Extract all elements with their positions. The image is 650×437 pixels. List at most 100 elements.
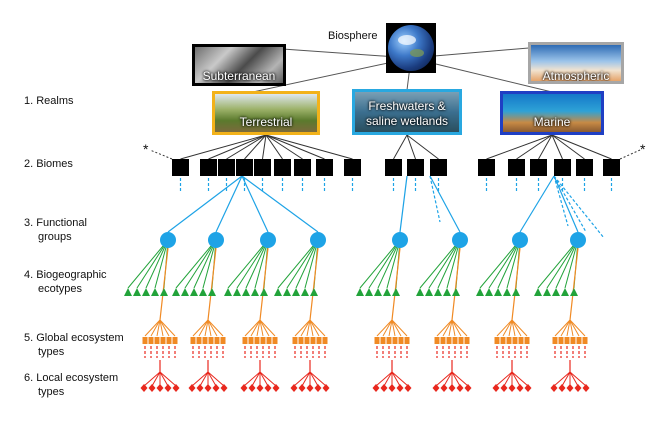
global-type-box (524, 337, 530, 344)
level-label-biomes: 2. Biomes (24, 158, 73, 170)
ecotype-triangle (534, 288, 542, 296)
global-type-connector (511, 319, 522, 337)
global-type-connector (294, 319, 311, 337)
global-type-connector (554, 319, 571, 337)
ecotype-triangle (512, 288, 520, 296)
ecotype-connector (193, 239, 217, 289)
local-type-connector (451, 371, 461, 387)
local-type-diamond (272, 384, 280, 392)
biome-connector-line (265, 134, 283, 160)
local-type-connector (243, 371, 261, 387)
functional-group-circle (160, 232, 176, 248)
local-type-connector (159, 371, 177, 387)
local-type-connector (561, 371, 571, 387)
local-type-diamond (256, 384, 264, 392)
biome-box (430, 159, 447, 176)
ecotype-triangle (208, 288, 216, 296)
ecotype-connector (277, 239, 319, 289)
ecotype-triangle (142, 288, 150, 296)
ecotype-triangle (485, 288, 493, 296)
functional-group-circle (260, 232, 276, 248)
realm-atmospheric: Atmospheric (528, 42, 624, 84)
ecotype-connector (245, 239, 269, 289)
global-type-connector (244, 319, 261, 337)
local-type-connector (293, 371, 311, 387)
global-type-connector (150, 319, 161, 337)
ecotype-triangle (283, 288, 291, 296)
global-type-connector (391, 319, 396, 337)
biome-box (172, 159, 189, 176)
functional-group-dashed-line (553, 175, 569, 227)
local-type-connector (199, 371, 209, 387)
global-type-box (322, 337, 328, 344)
ecotype-triangle (151, 288, 159, 296)
ecotype-triangle (570, 288, 578, 296)
ecotype-triangle (251, 288, 259, 296)
biome-box (554, 159, 571, 176)
ecotype-triangle (476, 288, 484, 296)
ecotype-connector (154, 239, 169, 289)
global-type-box (148, 337, 154, 344)
local-type-diamond (148, 384, 156, 392)
global-type-box (292, 337, 298, 344)
global-type-box (386, 337, 392, 344)
functional-group-connector (241, 175, 319, 233)
local-type-connector (301, 371, 311, 387)
ecotype-triangle (552, 288, 560, 296)
ecotype-connector (359, 239, 401, 289)
global-type-box (576, 337, 582, 344)
ecotype-triangle (124, 288, 132, 296)
global-type-box (260, 337, 266, 344)
local-type-diamond (464, 384, 472, 392)
global-type-box (310, 337, 316, 344)
local-type-diamond (264, 384, 272, 392)
global-type-box (220, 337, 226, 344)
local-type-connector (259, 371, 277, 387)
ecotype-connector (488, 239, 521, 289)
biome-box (407, 159, 424, 176)
local-type-diamond (156, 384, 164, 392)
functional-group-circle (512, 232, 528, 248)
ecotype-connector (184, 239, 217, 289)
ecotype-connector (479, 239, 521, 289)
biome-connector-line (551, 134, 563, 160)
global-type-connector (502, 319, 513, 337)
local-type-diamond (140, 384, 148, 392)
global-type-box (452, 337, 458, 344)
global-type-box (202, 337, 208, 344)
global-type-connector (436, 319, 453, 337)
functional-group-circle (208, 232, 224, 248)
realm-subterranean-label: Subterranean (202, 69, 276, 83)
global-type-box (512, 337, 518, 344)
local-type-diamond (524, 384, 532, 392)
biome-connector-line (551, 134, 585, 160)
local-type-connector (503, 371, 513, 387)
global-type-connector (300, 319, 311, 337)
local-type-connector (451, 371, 469, 387)
local-type-connector (191, 371, 209, 387)
realm-freshwaters: Freshwaters &saline wetlands (352, 89, 462, 135)
local-type-diamond (196, 384, 204, 392)
global-type-box (316, 337, 322, 344)
local-type-connector (553, 371, 571, 387)
global-type-connector (569, 247, 579, 321)
local-type-diamond (240, 384, 248, 392)
ecotype-connector (202, 239, 217, 289)
ecotype-triangle (199, 288, 207, 296)
local-type-diamond (290, 384, 298, 392)
local-type-connector (207, 371, 225, 387)
ecotype-triangle (301, 288, 309, 296)
global-type-connector (207, 319, 212, 337)
biome-box (530, 159, 547, 176)
ecotype-triangle (543, 288, 551, 296)
global-type-connector (508, 319, 513, 337)
biome-connector-line (226, 134, 267, 160)
biome-box (200, 159, 217, 176)
biome-connector-line (265, 134, 325, 160)
ecotype-triangle (383, 288, 391, 296)
biome-connector-line (406, 134, 416, 160)
ecotype-triangle (233, 288, 241, 296)
ecotype-connector (236, 239, 269, 289)
